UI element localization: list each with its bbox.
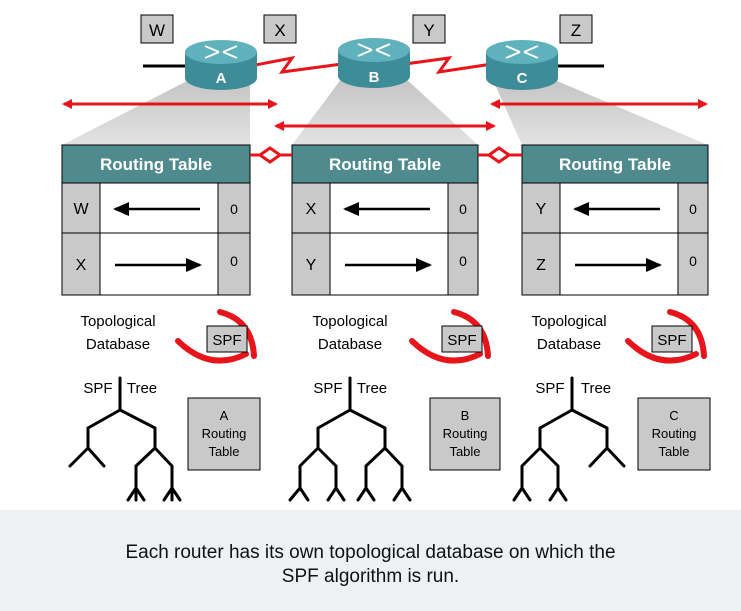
svg-text:Y: Y [423, 21, 434, 40]
caption-line-1: Each router has its own topological data… [125, 542, 616, 563]
svg-text:SPF: SPF [657, 332, 686, 349]
spf-box-a: SPF [206, 325, 248, 353]
svg-text:0: 0 [689, 201, 697, 217]
svg-text:0: 0 [459, 201, 467, 217]
svg-text:SPF: SPF [535, 380, 564, 397]
tree-graph-icon [288, 376, 412, 502]
svg-text:SPF: SPF [83, 380, 112, 397]
svg-text:Database: Database [86, 336, 150, 353]
svg-text:Topological: Topological [531, 313, 606, 330]
router-c-beam [492, 78, 708, 145]
svg-text:Table: Table [449, 444, 480, 459]
svg-text:Table: Table [658, 444, 689, 459]
topological-database-c: Topological Database [531, 313, 606, 353]
caption-band [0, 510, 741, 611]
network-label-x: X [263, 14, 297, 44]
routing-table-b: Routing Table X 0 Y 0 [291, 144, 479, 296]
svg-text:0: 0 [230, 201, 238, 217]
svg-text:Routing Table: Routing Table [329, 155, 441, 174]
tree-graph-icon [68, 376, 182, 502]
svg-text:Topological: Topological [312, 313, 387, 330]
link-b-c [404, 56, 493, 75]
router-a-beam [62, 78, 250, 145]
tree-graph-icon [512, 376, 626, 502]
svg-text:SPF: SPF [313, 380, 342, 397]
svg-text:Routing Table: Routing Table [100, 155, 212, 174]
svg-text:A: A [216, 70, 227, 87]
router-a: A [185, 40, 257, 90]
link-a-b [249, 55, 343, 74]
svg-text:Z: Z [536, 257, 546, 274]
sync-connector-a-b [250, 146, 292, 164]
topological-database-b: Topological Database [312, 313, 387, 353]
network-label-z: Z [559, 14, 593, 44]
svg-text:A: A [220, 408, 229, 423]
router-arrows-icon [204, 45, 238, 59]
caption-line-2: SPF algorithm is run. [281, 566, 460, 587]
spf-box-b: SPF [441, 325, 483, 353]
svg-text:X: X [306, 201, 317, 218]
svg-text:Topological: Topological [80, 313, 155, 330]
svg-text:B: B [461, 408, 470, 423]
network-label-y: Y [412, 14, 446, 44]
routing-table-c: Routing Table Y 0 Z 0 [521, 144, 709, 296]
svg-text:Database: Database [318, 336, 382, 353]
spf-tree-a: SPF Tree [68, 376, 182, 502]
svg-text:Table: Table [208, 444, 239, 459]
svg-text:Tree: Tree [127, 380, 157, 397]
svg-text:Z: Z [571, 21, 581, 40]
svg-text:C: C [669, 408, 678, 423]
svg-text:B: B [369, 69, 380, 86]
svg-text:Database: Database [537, 336, 601, 353]
svg-text:SPF: SPF [212, 332, 241, 349]
router-arrows-icon [357, 43, 391, 57]
sync-connector-b-c [478, 146, 522, 164]
network-label-w: W [140, 14, 174, 44]
svg-text:0: 0 [459, 253, 467, 269]
routing-table-a: Routing Table W 0 X 0 [61, 144, 251, 296]
diagram-caption: Each router has its own topological data… [30, 541, 711, 589]
svg-text:Tree: Tree [357, 380, 387, 397]
spf-box-c: SPF [651, 325, 693, 353]
svg-text:Y: Y [306, 257, 317, 274]
svg-text:W: W [73, 201, 89, 218]
spf-tree-c: SPF Tree [512, 376, 626, 502]
topological-database-a: Topological Database [80, 313, 155, 353]
svg-text:Routing: Routing [202, 426, 247, 441]
svg-text:Y: Y [536, 201, 547, 218]
svg-text:X: X [274, 21, 285, 40]
routing-table-box-a: A Routing Table [187, 397, 261, 471]
router-arrows-icon [505, 45, 539, 59]
spf-cycle-arc-c [625, 309, 707, 364]
svg-text:Routing: Routing [652, 426, 697, 441]
router-c: C [486, 40, 558, 90]
svg-text:C: C [517, 70, 528, 87]
spf-tree-b: SPF Tree [288, 376, 412, 502]
svg-text:X: X [76, 257, 87, 274]
svg-text:Tree: Tree [581, 380, 611, 397]
routing-table-box-c: C Routing Table [637, 397, 711, 471]
svg-text:SPF: SPF [447, 332, 476, 349]
svg-text:0: 0 [230, 253, 238, 269]
svg-text:W: W [149, 21, 165, 40]
svg-text:Routing: Routing [443, 426, 488, 441]
svg-text:Routing Table: Routing Table [559, 155, 671, 174]
router-b-beam [292, 78, 478, 145]
svg-text:0: 0 [689, 253, 697, 269]
router-b: B [338, 38, 410, 88]
routing-table-box-b: B Routing Table [429, 397, 501, 471]
